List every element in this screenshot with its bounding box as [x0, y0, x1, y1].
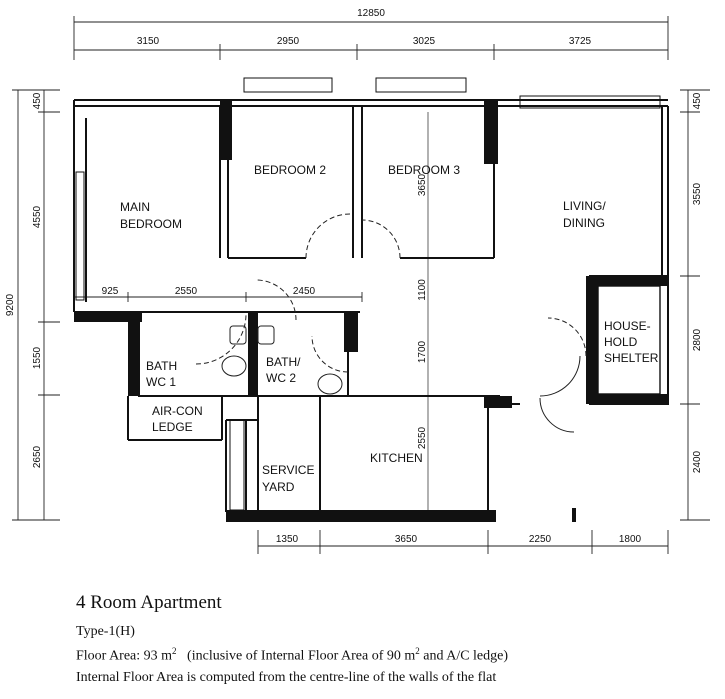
- dim-left-4: 2650: [32, 445, 43, 468]
- dimension-lines: [12, 16, 710, 554]
- label-living-2: DINING: [563, 216, 605, 230]
- wall-fills: [74, 100, 668, 522]
- dimension-labels: 12850 3150 2950 3025 3725 1350 3650 2250…: [5, 8, 703, 545]
- dim-interior-1: 925: [102, 286, 119, 297]
- dim-vertical-2: 1100: [417, 279, 428, 301]
- label-shelter-3: SHELTER: [604, 351, 659, 365]
- windows: [75, 77, 661, 511]
- label-bath-1-a: BATH: [146, 359, 177, 373]
- dim-overall: 12850: [357, 8, 385, 19]
- dim-bottom-3: 2250: [529, 534, 552, 545]
- floor-area-label: Floor Area: 93 m: [76, 648, 173, 664]
- floor-plan: 12850 3150 2950 3025 3725 1350 3650 2250…: [5, 8, 710, 554]
- internal-area-note: Internal Floor Area is computed from the…: [76, 670, 497, 685]
- floor-area-sup: 2: [172, 646, 177, 656]
- floor-area-note-b: and A/C ledge): [419, 648, 509, 664]
- dim-left-3: 1550: [32, 346, 43, 369]
- dim-top-1: 3150: [137, 36, 160, 47]
- label-bath-2-a: BATH/: [266, 355, 301, 369]
- dim-right-4: 2400: [692, 450, 703, 473]
- dim-vertical-4: 2550: [417, 426, 428, 449]
- dim-top-2: 2950: [277, 36, 300, 47]
- dim-interior-3: 2450: [293, 286, 316, 297]
- label-bedroom-2: BEDROOM 2: [254, 163, 326, 177]
- floor-area-note-sup: 2: [415, 646, 420, 656]
- floor-area-note-a: (inclusive of Internal Floor Area of 90 …: [187, 648, 416, 664]
- dim-top-4: 3725: [569, 36, 592, 47]
- label-main-bedroom-1: MAIN: [120, 200, 150, 214]
- label-main-bedroom-2: BEDROOM: [120, 217, 182, 231]
- label-yard-1: SERVICE: [262, 463, 314, 477]
- label-shelter-2: HOLD: [604, 335, 638, 349]
- dim-left-total: 9200: [5, 293, 16, 316]
- bath-fixtures: [221, 325, 343, 395]
- label-yard-2: YARD: [262, 480, 295, 494]
- dim-interior-2: 2550: [175, 286, 198, 297]
- floor-area-line: Floor Area: 93 m2 (inclusive of Internal…: [76, 646, 508, 665]
- dim-right-3: 2800: [692, 328, 703, 351]
- dim-bottom-1: 1350: [276, 534, 299, 545]
- dim-bottom-2: 3650: [395, 534, 418, 545]
- label-kitchen: KITCHEN: [370, 451, 423, 465]
- label-ledge-1: AIR-CON: [152, 404, 203, 418]
- dim-bottom-4: 1800: [619, 534, 642, 545]
- label-shelter-1: HOUSE-: [604, 319, 651, 333]
- label-bath-1-b: WC 1: [146, 375, 176, 389]
- label-bath-2-b: WC 2: [266, 371, 296, 385]
- dim-top-3: 3025: [413, 36, 436, 47]
- label-living-1: LIVING/: [563, 199, 606, 213]
- room-labels: MAIN BEDROOM BEDROOM 2 BEDROOM 3 LIVING/…: [120, 163, 659, 494]
- dim-left-2: 4550: [32, 205, 43, 228]
- dim-vertical-1: 3650: [417, 173, 428, 196]
- dim-vertical-3: 1700: [417, 340, 428, 363]
- plan-title: 4 Room Apartment: [76, 592, 222, 613]
- dim-right-1: 450: [692, 92, 703, 109]
- door-swings: [195, 213, 587, 433]
- dim-left-1: 450: [32, 92, 43, 109]
- label-bedroom-3: BEDROOM 3: [388, 163, 460, 177]
- plan-type: Type-1(H): [76, 624, 135, 639]
- label-ledge-2: LEDGE: [152, 420, 193, 434]
- dim-right-2: 3550: [692, 182, 703, 205]
